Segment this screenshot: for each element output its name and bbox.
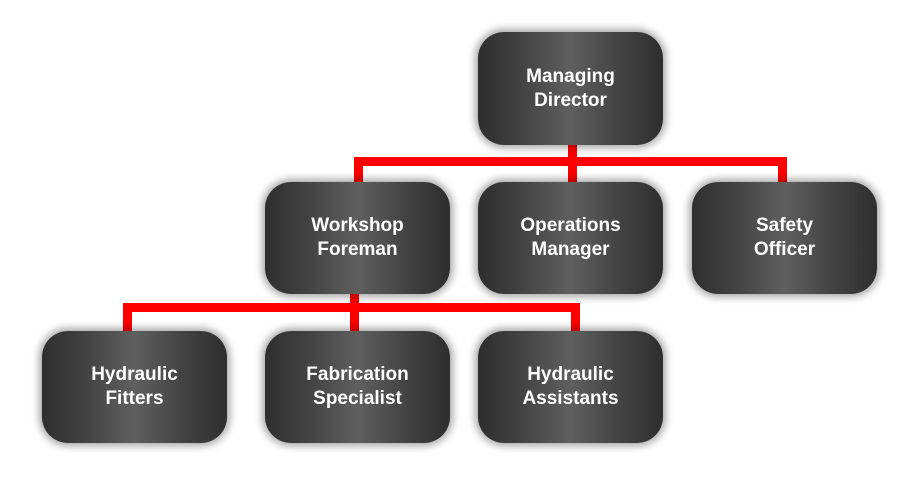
node-label: Managing (526, 65, 615, 87)
node-label: Assistants (522, 388, 619, 409)
connector-to-fabrication-specialist (350, 303, 359, 333)
node-label: Operations (520, 215, 621, 236)
node-label: Safety (755, 215, 814, 236)
node-label: Manager (531, 239, 610, 260)
connector-to-hydraulic-assistants (571, 303, 580, 333)
node-label: Hydraulic (91, 364, 178, 385)
connector-to-operations-manager (568, 157, 577, 185)
node-label: Workshop (311, 215, 404, 236)
connector-to-safety-officer (778, 157, 787, 185)
connector-md-down (568, 140, 577, 165)
node-label: Director (534, 89, 607, 111)
node-label: Specialist (313, 388, 402, 409)
node-label: Officer (753, 239, 816, 260)
connector-wf-down (350, 290, 359, 312)
connector-to-hydraulic-fitters (123, 303, 132, 333)
node-label: Fabrication (306, 364, 409, 385)
connector-to-workshop-foreman (354, 157, 363, 185)
node-label: Foreman (317, 239, 398, 260)
node-label: Fitters (105, 388, 164, 409)
node-label: Hydraulic (527, 364, 614, 385)
